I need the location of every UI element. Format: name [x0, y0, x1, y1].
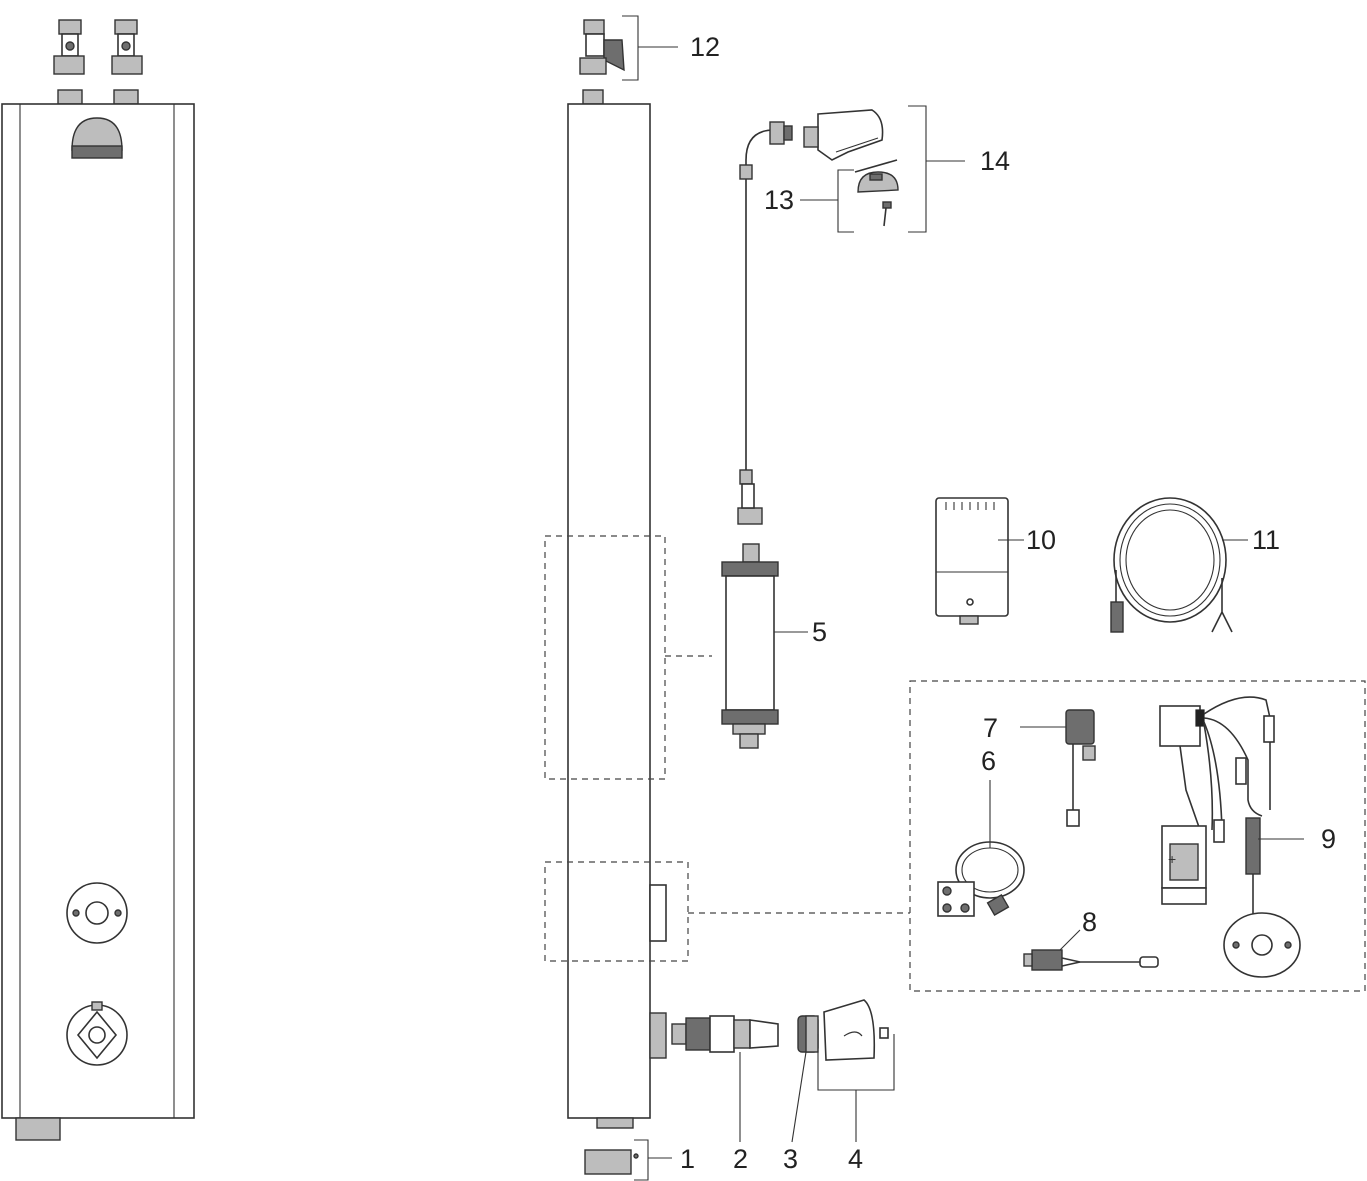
part-12-inlet-valve — [579, 19, 625, 75]
callout-7: 7 — [983, 713, 998, 743]
callout-11: 11 — [1252, 525, 1280, 555]
exploded-panel-body — [567, 89, 667, 1129]
part-9-control-unit: + — [1159, 696, 1301, 978]
callout-9: 9 — [1321, 824, 1336, 854]
part-14-head-holder — [803, 109, 884, 161]
panel-body — [1, 103, 195, 1119]
flex-hose — [737, 121, 793, 525]
assembled-shower-panel — [1, 19, 195, 1141]
callout-1: 1 — [680, 1144, 695, 1174]
panel-side-fitting — [649, 1012, 667, 1059]
sensor-cover — [66, 882, 128, 944]
part-8-connector-cable — [1023, 949, 1159, 971]
shower-head-icon — [71, 117, 123, 159]
callout-14: 14 — [980, 146, 1010, 176]
callout-2: 2 — [733, 1144, 748, 1174]
part-2-valve-cartridge — [671, 1015, 779, 1053]
bottom-outlet — [15, 1117, 61, 1141]
sensor-location-box — [544, 861, 689, 962]
callout-6: 6 — [981, 746, 996, 776]
part-11-cable-coil — [1110, 497, 1233, 633]
callout-4: 4 — [848, 1144, 863, 1174]
callout-13: 13 — [764, 185, 794, 215]
part-13-shower-head — [854, 159, 899, 227]
callout-12: 12 — [690, 32, 720, 62]
callout-5: 5 — [812, 617, 827, 647]
callout-10: 10 — [1026, 525, 1056, 555]
part-5-filter-cartridge — [721, 543, 779, 749]
filter-location-box — [544, 535, 666, 780]
panel-sensor-window — [649, 884, 667, 942]
callout-8: 8 — [1082, 907, 1097, 937]
left-inlet-valve — [53, 19, 85, 105]
part-10-power-supply — [935, 497, 1009, 625]
callout-3: 3 — [783, 1144, 798, 1174]
part-3-nut — [797, 1015, 819, 1053]
electronics-kit-box — [909, 680, 1366, 992]
part-4-handle — [823, 999, 889, 1061]
svg-text:+: + — [1168, 851, 1176, 867]
part-1-end-cap — [584, 1149, 639, 1175]
right-inlet-valve — [111, 19, 143, 105]
part-7-module — [1065, 709, 1096, 827]
mixing-handle — [66, 1001, 128, 1066]
part-6-cable-with-bracket — [937, 841, 1025, 917]
